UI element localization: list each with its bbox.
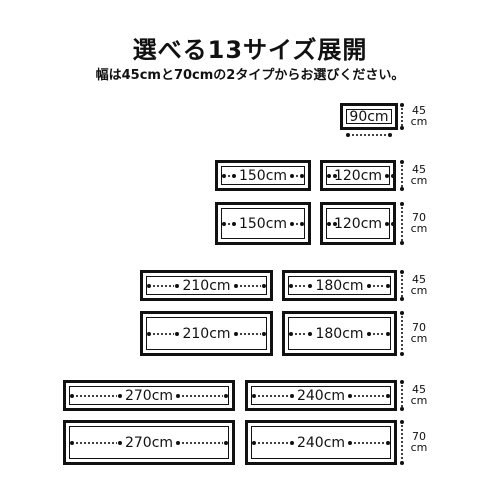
height-label: 45 cm xyxy=(410,273,428,297)
height-dimension-line xyxy=(399,103,405,130)
height-dimension-line xyxy=(399,420,405,465)
width-dots-left xyxy=(222,222,236,226)
mat-width-label: 180cm xyxy=(315,325,364,342)
mat-width-label: 240cm xyxy=(296,387,346,404)
width-dots-right xyxy=(348,394,390,398)
width-dots-left xyxy=(289,332,312,336)
height-dimension-line xyxy=(399,270,405,301)
mat-120x70: 120cm xyxy=(320,202,396,245)
height-dimension-line xyxy=(399,311,405,356)
width-dots-left xyxy=(70,394,122,398)
mat-270x70: 270cm xyxy=(63,420,235,465)
mat-120x45: 120cm xyxy=(320,160,396,191)
mat-width-label: 180cm xyxy=(315,277,364,294)
width-dots-right xyxy=(385,174,389,178)
width-dots-left xyxy=(70,441,122,445)
mat-width-label: 210cm xyxy=(182,325,231,342)
page-title: 選べる13サイズ展開 xyxy=(132,36,368,64)
height-label: 70 cm xyxy=(410,430,428,454)
mat-180x70: 180cm xyxy=(282,311,397,356)
mat-150x45: 150cm xyxy=(215,160,311,191)
width-dots-left xyxy=(252,394,294,398)
width-dots-right xyxy=(234,332,266,336)
mat-width-label: 120cm xyxy=(333,215,383,232)
mat-180x45: 180cm xyxy=(282,270,397,301)
height-label: 45 cm xyxy=(410,383,428,407)
width-dots-right xyxy=(367,284,390,288)
width-dots-right xyxy=(367,332,390,336)
height-dimension-line xyxy=(399,160,405,191)
mat-240x45: 240cm xyxy=(245,380,397,411)
height-label: 45 cm xyxy=(410,163,428,187)
mat-270x45: 270cm xyxy=(63,380,235,411)
mat-150x70: 150cm xyxy=(215,202,311,245)
mat-width-label: 270cm xyxy=(124,434,174,451)
width-dots-right xyxy=(176,394,228,398)
width-dots-right xyxy=(348,441,390,445)
mat-width-label: 210cm xyxy=(182,277,231,294)
width-dots-right xyxy=(290,222,304,226)
mat-width-label: 240cm xyxy=(296,434,346,451)
mat-240x70: 240cm xyxy=(245,420,397,465)
mat-width-label: 150cm xyxy=(238,167,288,184)
width-dots-left xyxy=(289,284,312,288)
width-dots-right xyxy=(234,284,266,288)
mat-width-label: 270cm xyxy=(124,387,174,404)
width-dots-right xyxy=(176,441,228,445)
width-dots-right xyxy=(290,174,304,178)
mat-width-label: 90cm xyxy=(349,108,389,125)
mat-210x70: 210cm xyxy=(140,311,273,356)
height-label: 70 cm xyxy=(410,321,428,345)
height-dimension-line xyxy=(399,202,405,245)
width-dots-right xyxy=(385,222,389,226)
width-dots-left xyxy=(147,284,179,288)
mat-90x45: 90cm xyxy=(340,103,398,130)
mat-width-label: 150cm xyxy=(238,215,288,232)
mat-210x45: 210cm xyxy=(140,270,273,301)
height-label: 45 cm xyxy=(410,104,428,128)
width-dots-left xyxy=(147,332,179,336)
width-dots-left xyxy=(252,441,294,445)
page-subtitle: 幅は45cmと70cmの2タイプからお選びください。 xyxy=(95,68,405,83)
mat-width-label: 120cm xyxy=(333,167,383,184)
height-label: 70 cm xyxy=(410,211,428,235)
width-dots-left xyxy=(222,174,236,178)
height-dimension-line xyxy=(399,380,405,411)
width-dimension-line xyxy=(346,133,392,137)
